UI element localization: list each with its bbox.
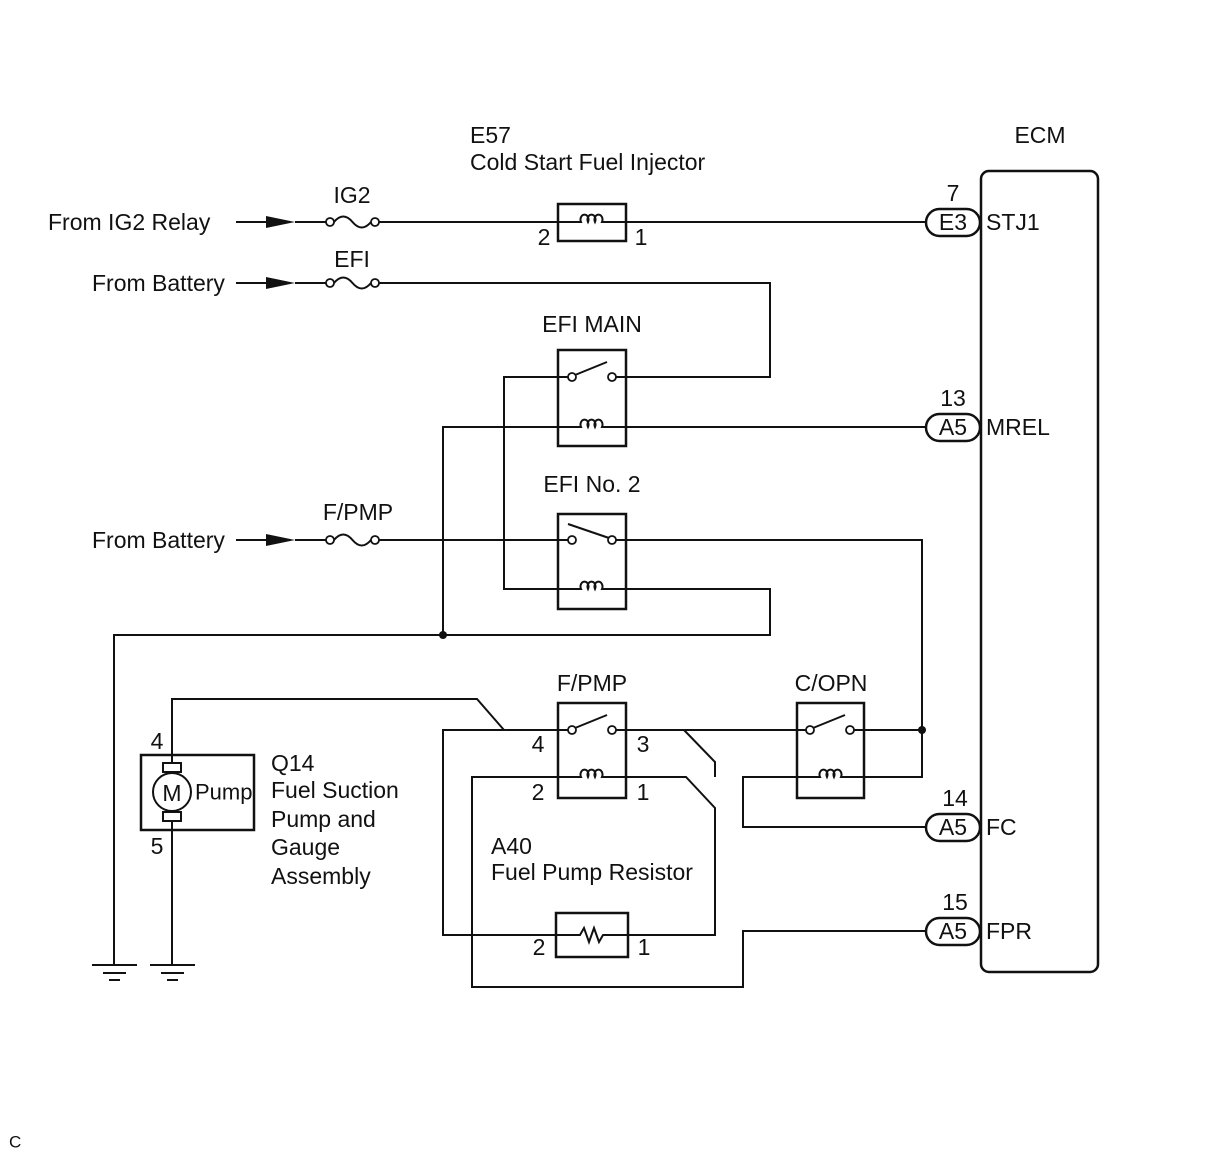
ecm-terminal-fc: FC [986, 814, 1017, 840]
switch-icon [805, 714, 855, 735]
wire-efi-to-main-relay [379, 282, 771, 378]
junction-dot [918, 726, 926, 734]
relay-pin: 2 [532, 779, 545, 805]
corner-mark: C [9, 1133, 21, 1152]
pump-name-line: Assembly [271, 863, 371, 889]
resistor-pin: 1 [638, 934, 651, 960]
connector-label: E3 [939, 209, 967, 235]
fuel-pump-resistor: A40 Fuel Pump Resistor 2 1 [491, 833, 693, 960]
coil-icon [578, 768, 605, 780]
relay-label: EFI MAIN [542, 311, 642, 337]
relay-efi-main: EFI MAIN [442, 311, 926, 635]
relay-label: C/OPN [795, 670, 868, 696]
ground-icon [92, 964, 137, 981]
fuel-pump-assembly: 4 M Pump 5 Q14 Fuel Suction Pump and Gau… [139, 728, 399, 965]
resistor-name: Fuel Pump Resistor [491, 859, 693, 885]
pump-box [139, 753, 256, 832]
coil-icon [578, 213, 605, 225]
wire-copn-coil-feed [844, 730, 923, 778]
relay-efi-no2: EFI No. 2 [113, 471, 923, 965]
fuse-label: EFI [334, 246, 370, 272]
ground-icon [150, 964, 195, 981]
ecm: ECM 7 E3 STJ1 13 A5 MREL 14 A5 FC 15 A5 … [924, 122, 1100, 974]
motor-symbol: M [162, 780, 181, 806]
injector-pin: 2 [538, 224, 551, 250]
connector-label: A5 [939, 814, 967, 840]
coil-icon [578, 418, 605, 430]
injector-pin: 1 [635, 224, 648, 250]
pump-label: Pump [195, 780, 252, 805]
arrow-icon [266, 277, 295, 289]
ecm-terminal-mrel: MREL [986, 414, 1050, 440]
relay-label: EFI No. 2 [543, 471, 640, 497]
ecm-title: ECM [1014, 122, 1065, 148]
wire-main-to-efi2-coil [503, 376, 578, 590]
fuse-icon [325, 533, 380, 547]
arrow-icon [266, 216, 295, 228]
wire-coil-to-resistor [605, 776, 716, 936]
source-efi: From Battery EFI [92, 246, 771, 378]
ecm-terminal-stj1: STJ1 [986, 209, 1040, 235]
switch-icon [567, 523, 617, 545]
resistor-pin: 2 [533, 934, 546, 960]
relay-box [795, 701, 866, 800]
ecm-terminal-fpr: FPR [986, 918, 1032, 944]
junction-dot [439, 631, 447, 639]
relay-box [556, 348, 628, 448]
wire-coil-to-fpr [471, 776, 926, 988]
ecm-pin-number: 14 [942, 785, 968, 811]
injector-name: Cold Start Fuel Injector [470, 149, 706, 175]
pump-pin: 4 [151, 728, 164, 754]
fuse-icon [325, 215, 380, 229]
resistor-icon [556, 925, 628, 945]
fuse-icon [325, 276, 380, 290]
relay-pin: 3 [637, 731, 650, 757]
arrow-icon [266, 534, 295, 546]
relay-copn: C/OPN [742, 670, 926, 828]
relay-pin: 1 [637, 779, 650, 805]
fuse-label: IG2 [333, 182, 370, 208]
fuse-label: F/PMP [323, 499, 393, 525]
relay-fpmp: F/PMP 4 3 2 1 [171, 670, 926, 988]
wire-pump-to-relay [171, 698, 505, 755]
wire-terminal-3 [683, 729, 716, 777]
ecm-pin-number: 13 [940, 385, 966, 411]
source-label: From IG2 Relay [48, 209, 211, 235]
relay-box [556, 701, 628, 800]
pump-pin: 5 [151, 833, 164, 859]
ecm-pin-number: 7 [947, 180, 960, 206]
wire-resistor-to-relay [442, 729, 568, 936]
connector-label: A5 [939, 414, 967, 440]
pump-name-line: Fuel Suction [271, 777, 399, 803]
motor-icon: M [152, 755, 192, 830]
switch-icon [567, 714, 617, 735]
pump-name-line: Gauge [271, 834, 340, 860]
injector-code: E57 [470, 122, 511, 148]
coil-icon [817, 768, 844, 780]
relay-label: F/PMP [557, 670, 627, 696]
source-ig2: From IG2 Relay IG2 [48, 182, 558, 235]
relay-box [556, 512, 628, 611]
wire-efi2-coil-ground [113, 588, 771, 965]
resistor-code: A40 [491, 833, 532, 859]
wire-copn-coil-to-fc [742, 776, 926, 828]
pump-code: Q14 [271, 750, 315, 776]
wire-main-coil-ground [442, 426, 578, 635]
pump-name-line: Pump and [271, 806, 376, 832]
cold-start-injector: E57 Cold Start Fuel Injector 2 1 [470, 122, 926, 250]
ecm-pin-number: 15 [942, 889, 968, 915]
relay-pin: 4 [532, 731, 545, 757]
ecm-box [979, 169, 1100, 974]
source-label: From Battery [92, 527, 225, 553]
connector-label: A5 [939, 918, 967, 944]
wire-efi2-to-copn [616, 539, 923, 730]
source-fpmp: From Battery F/PMP [92, 499, 568, 553]
source-label: From Battery [92, 270, 225, 296]
coil-icon [578, 580, 605, 592]
switch-icon [567, 361, 617, 382]
